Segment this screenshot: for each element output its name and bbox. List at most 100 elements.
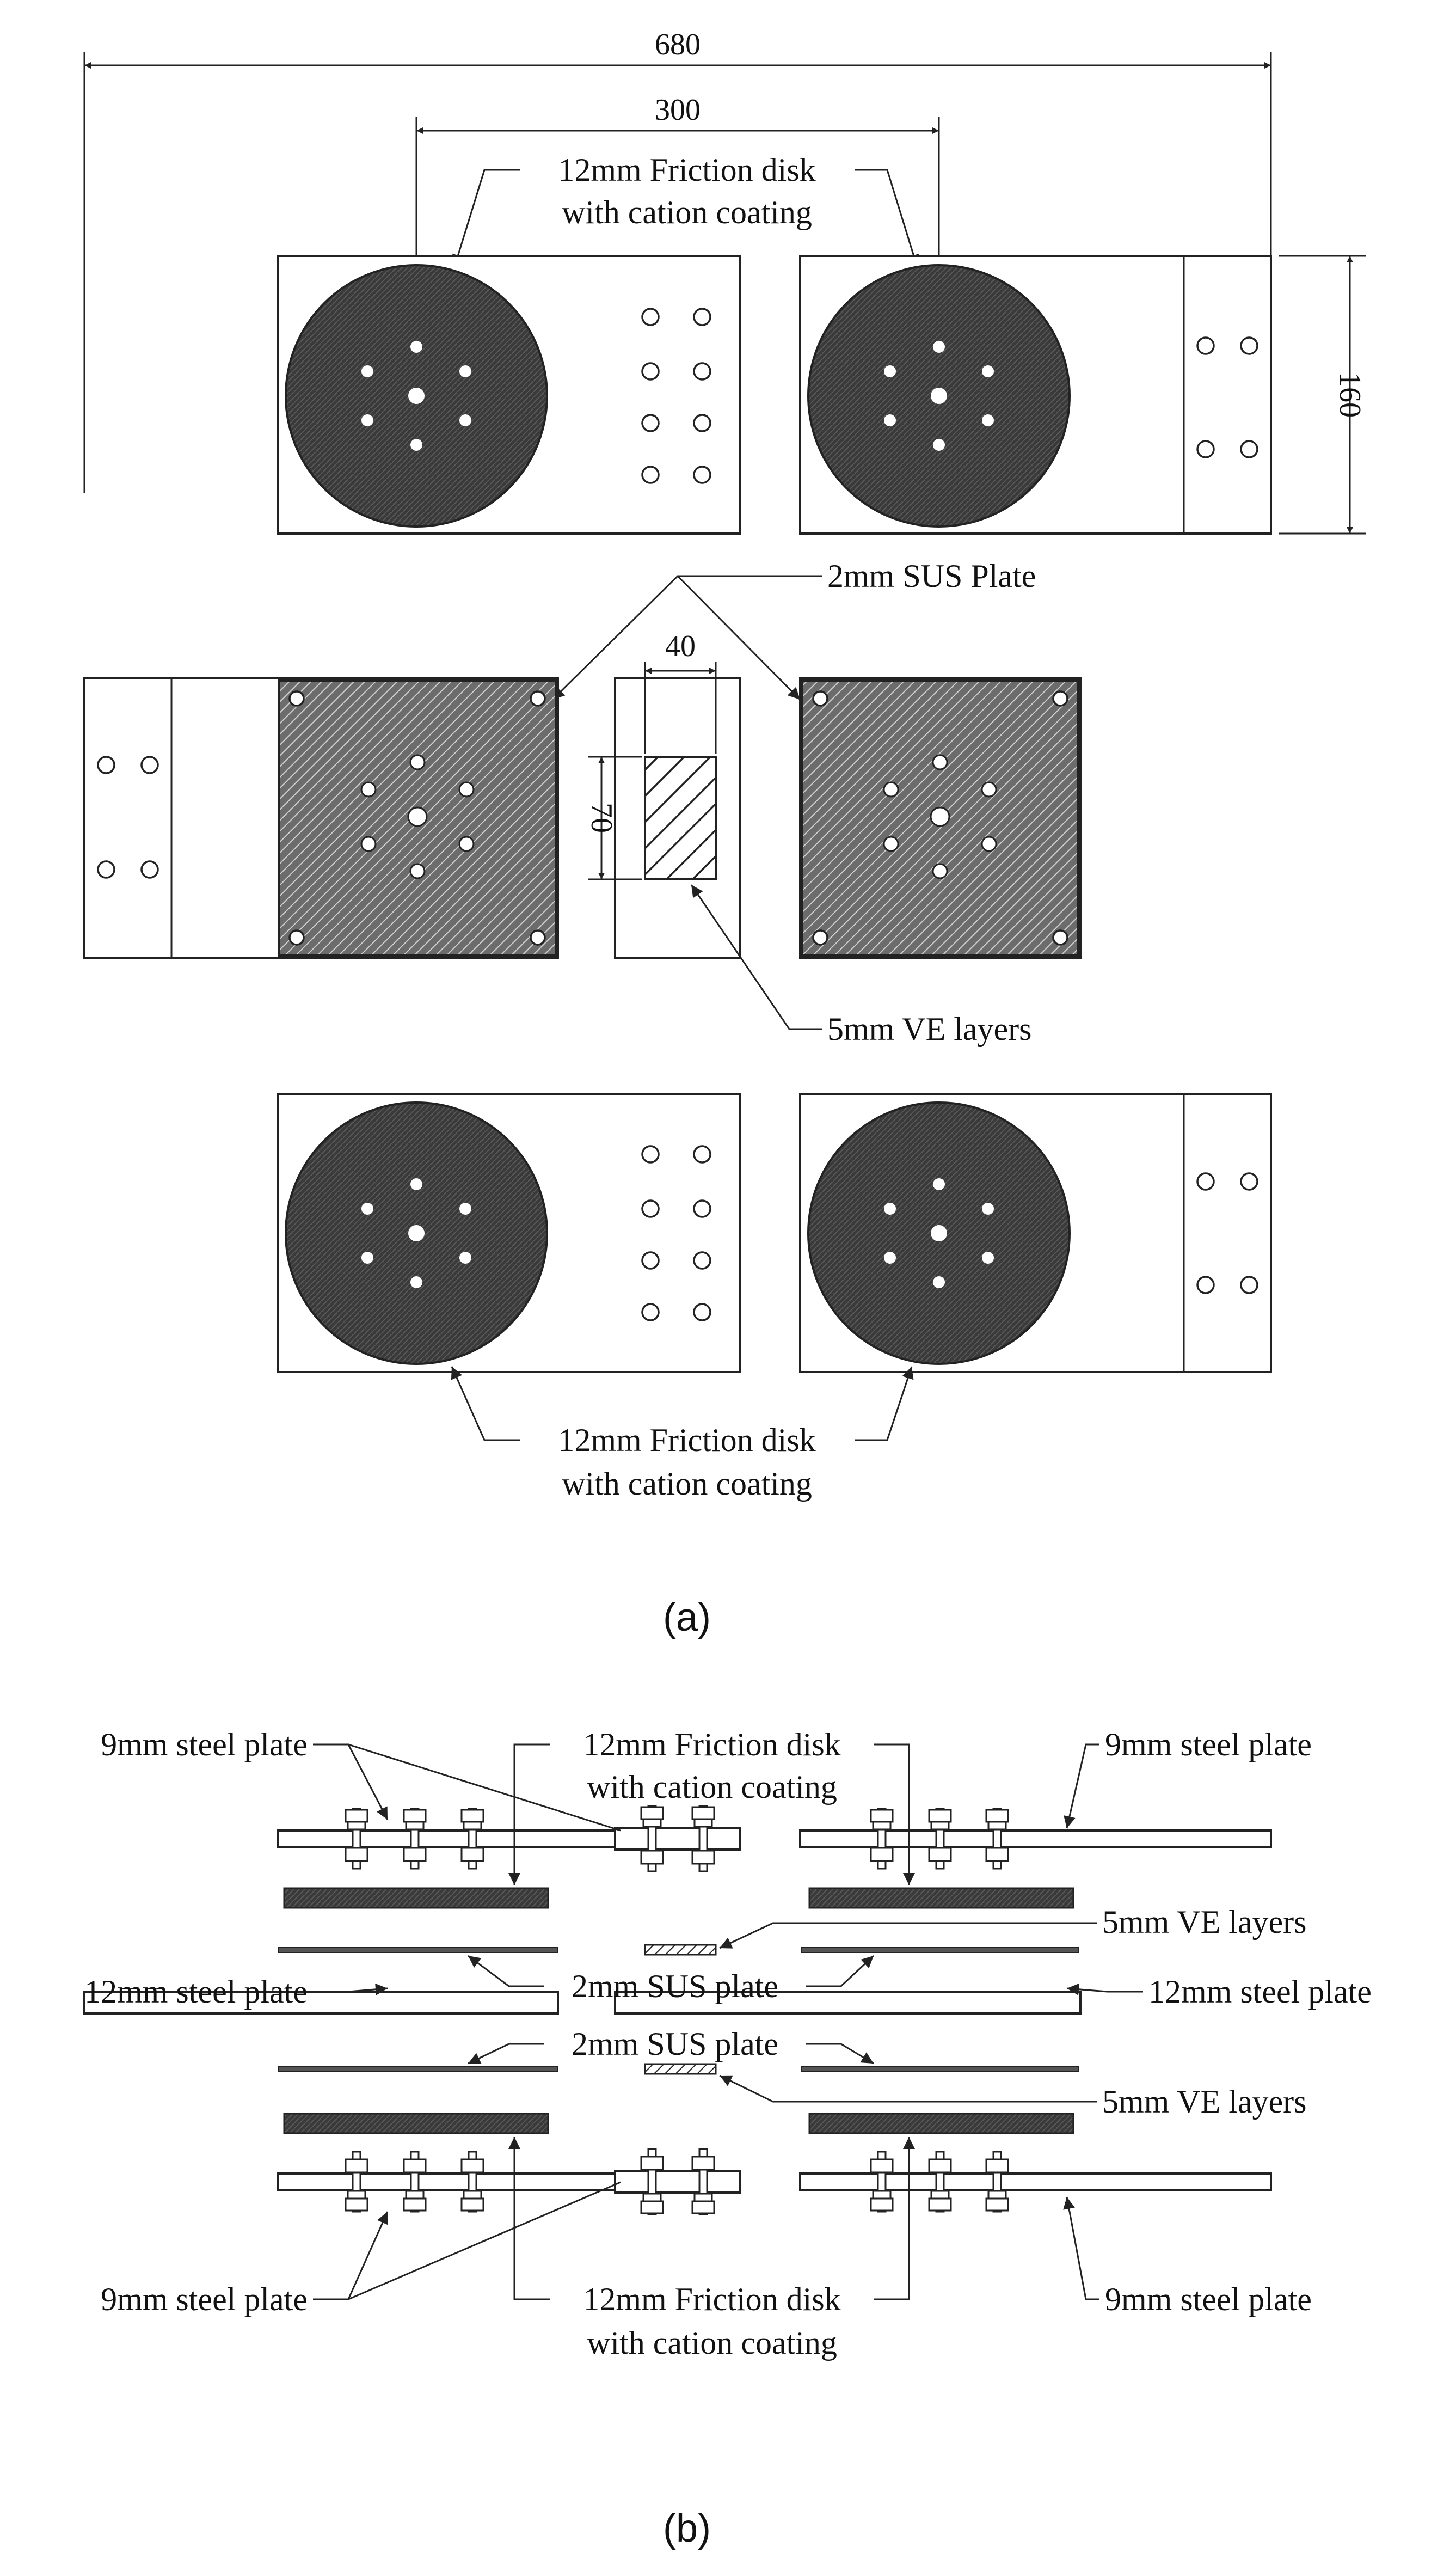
disk-hole <box>459 365 471 377</box>
bolt <box>345 1808 368 1870</box>
sus-plate-b-lower-left <box>278 2066 558 2072</box>
label-steel-9mm-bottom-left-text: 9mm steel plate <box>101 2281 308 2317</box>
bolts-top <box>345 1805 1009 1872</box>
label-friction-disk-b-bottom: 12mm Friction disk with cation coating <box>508 2137 915 2361</box>
disk-hole <box>982 1252 994 1264</box>
disk-holes <box>361 341 471 451</box>
label-friction-disk-b-bottom-line2: with cation coating <box>587 2325 837 2361</box>
disk-holes <box>361 1178 471 1288</box>
figure-a: 680 300 12mm Friction disk with cation c… <box>83 28 1367 1639</box>
steel-9mm-top <box>277 1827 1272 1851</box>
label-sus-plate-b-lower-text: 2mm SUS plate <box>572 2026 778 2062</box>
label-sus-plate-text: 2mm SUS Plate <box>827 558 1036 594</box>
disk-hole <box>933 341 945 353</box>
bolt <box>640 2148 664 2215</box>
bolt <box>691 2148 715 2215</box>
sus-plate-hole <box>409 754 426 770</box>
sus-plate-holes <box>883 754 997 879</box>
sus-plate-holes <box>360 754 475 879</box>
caption-b: (b) <box>663 2507 711 2550</box>
plate-middle-left <box>83 677 559 959</box>
label-ve-layers-b-upper-text: 5mm VE layers <box>1102 1904 1307 1940</box>
label-friction-disk-b-top-line2: with cation coating <box>587 1769 837 1805</box>
label-friction-disk-top-line1: 12mm Friction disk <box>558 152 815 188</box>
sus-plate-b-upper-right <box>801 1947 1079 1953</box>
disk-holes <box>884 1178 994 1288</box>
dim-disk-span-label: 300 <box>655 93 701 127</box>
label-steel-12mm-left: 12mm steel plate <box>84 1974 388 2010</box>
bolt <box>985 2151 1009 2213</box>
bolt <box>928 1808 952 1870</box>
sus-plate-hole <box>458 781 475 798</box>
label-friction-disk-top: 12mm Friction disk with cation coating <box>452 152 920 267</box>
disk-hole <box>884 365 896 377</box>
disk-hole <box>982 414 994 426</box>
bolt <box>870 1808 894 1870</box>
sus-plate-b-upper-left <box>278 1947 558 1953</box>
bolt-holes <box>97 756 159 879</box>
label-steel-12mm-left-text: 12mm steel plate <box>84 1974 308 2010</box>
disk-hole <box>884 414 896 426</box>
label-friction-disk-b-top-line1: 12mm Friction disk <box>583 1727 840 1762</box>
label-ve-layers-b-upper: 5mm VE layers <box>719 1904 1307 1949</box>
label-sus-plate: 2mm SUS Plate <box>551 558 1036 701</box>
dim-overall-width-label: 680 <box>655 28 701 62</box>
friction-disk-b-top-left <box>283 1887 549 1909</box>
friction-disk-b-bottom-left <box>283 2113 549 2134</box>
label-steel-12mm-right: 12mm steel plate <box>1066 1974 1372 2010</box>
sus-plate-hole <box>883 836 899 852</box>
disk-hole <box>410 1178 422 1190</box>
ve-layer-b-lower <box>644 2063 717 2075</box>
disk-hole <box>931 1225 947 1241</box>
bolt <box>345 2151 368 2213</box>
disk-hole <box>361 365 373 377</box>
friction-disk-b-top-right <box>808 1887 1074 1909</box>
sus-plate-hole <box>360 836 377 852</box>
ve-layer-b-upper <box>644 1944 717 1956</box>
disk-hole <box>410 341 422 353</box>
disk-hole <box>408 1225 425 1241</box>
bolt-holes <box>641 1145 711 1321</box>
label-friction-disk-bottom: 12mm Friction disk with cation coating <box>451 1366 914 1502</box>
plate-bottom-right <box>799 1093 1272 1373</box>
dim-plate-height: 160 <box>1279 255 1367 535</box>
plate-top-left <box>277 255 741 535</box>
label-steel-12mm-right-text: 12mm steel plate <box>1148 1974 1372 2010</box>
disk-hole <box>410 1276 422 1288</box>
bolt <box>403 1808 427 1870</box>
disk-hole <box>361 414 373 426</box>
disk-hole <box>361 1252 373 1264</box>
label-ve-layers-a-text: 5mm VE layers <box>827 1011 1032 1047</box>
sus-plate-hole <box>930 806 950 827</box>
bolt <box>403 2151 427 2213</box>
dim-overall-width: 680 <box>83 28 1272 493</box>
figure-b: 9mm steel plate 12mm Friction disk with … <box>83 1727 1372 2550</box>
label-friction-disk-bottom-line2: with cation coating <box>562 1466 812 1502</box>
caption-a: (a) <box>663 1596 711 1639</box>
sus-plate-hole <box>981 836 997 852</box>
plate-top-right <box>799 255 1272 535</box>
bolt <box>460 2151 484 2213</box>
sus-plate-b-lower-right <box>801 2066 1079 2072</box>
label-ve-layers-b-lower-text: 5mm VE layers <box>1102 2084 1307 2120</box>
friction-disk-b-bottom-right <box>808 2113 1074 2134</box>
bolt <box>460 1808 484 1870</box>
sus-plate-hole <box>458 836 475 852</box>
disk-hole <box>933 439 945 451</box>
disk-hole <box>931 388 947 404</box>
bolt <box>691 1805 715 1872</box>
dim-ve-width: 40 <box>644 629 717 754</box>
disk-hole <box>982 365 994 377</box>
label-sus-plate-b-upper-text: 2mm SUS plate <box>572 1968 778 2004</box>
bolt-holes <box>1196 336 1258 458</box>
disk-hole <box>933 1276 945 1288</box>
disk-hole <box>459 1203 471 1215</box>
bolt <box>928 2151 952 2213</box>
dim-ve-height-label: 70 <box>585 803 618 833</box>
disk-hole <box>361 1203 373 1215</box>
plate-middle-center: 40 70 <box>585 629 741 959</box>
label-steel-9mm-bottom-right-text: 9mm steel plate <box>1105 2281 1312 2317</box>
label-friction-disk-top-line2: with cation coating <box>562 194 812 230</box>
disk-hole <box>459 1252 471 1264</box>
